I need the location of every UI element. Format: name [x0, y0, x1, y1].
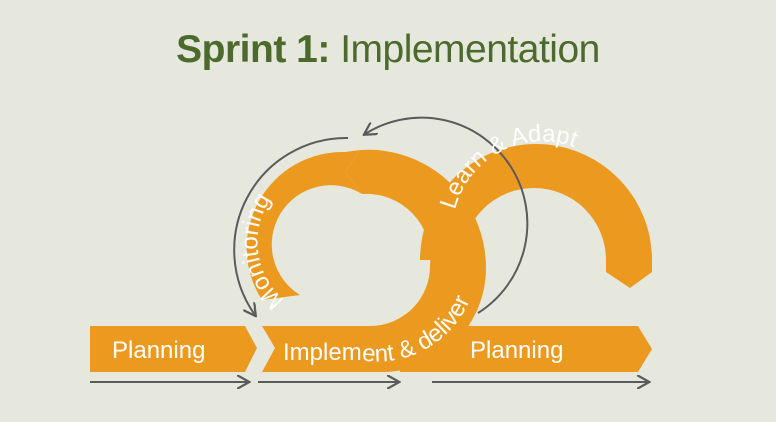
monitoring-band	[246, 150, 362, 300]
page-title: Sprint 1: Implementation	[0, 28, 776, 72]
cycle-arrow-left	[233, 136, 349, 315]
planning-start-chevron	[90, 326, 257, 372]
cycle-arrow-outer	[365, 116, 529, 314]
planning-end-chevron	[400, 326, 652, 372]
planning-end-label: Planning	[470, 337, 563, 364]
title-sprint: Sprint 1:	[176, 28, 330, 71]
learn-adapt-band	[420, 144, 652, 288]
planning-start-label: Planning	[112, 337, 205, 364]
title-phase: Implementation	[340, 28, 600, 71]
implement-band	[262, 149, 487, 372]
